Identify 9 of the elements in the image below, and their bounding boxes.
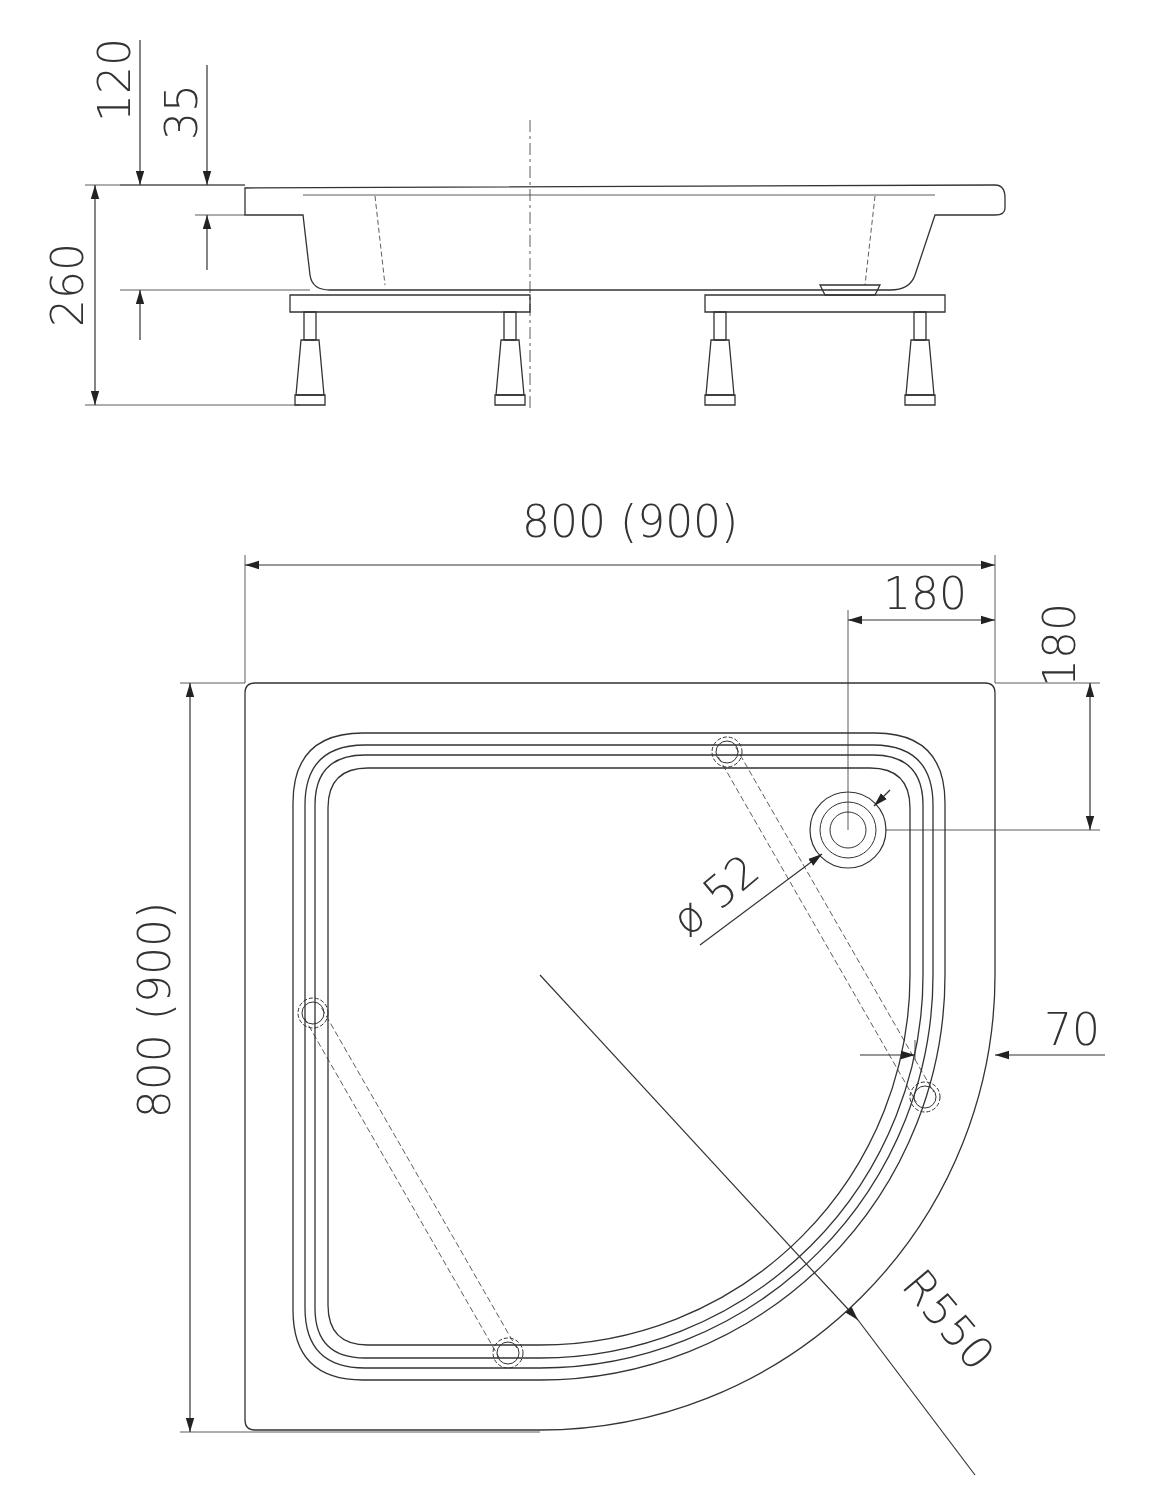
dimension-label: 800 (900) (522, 500, 739, 544)
dimension-label: 800 (900) (133, 901, 178, 1119)
dimension-label: 260 (46, 243, 90, 327)
dimension-label: 180 (883, 572, 967, 616)
dimension-label: 35 (160, 84, 204, 140)
dimension-label: ø 52 (663, 847, 767, 943)
dimension-label: 70 (1044, 1008, 1100, 1052)
dimension-label: 120 (93, 38, 137, 122)
dimension-label: 180 (1038, 603, 1082, 687)
